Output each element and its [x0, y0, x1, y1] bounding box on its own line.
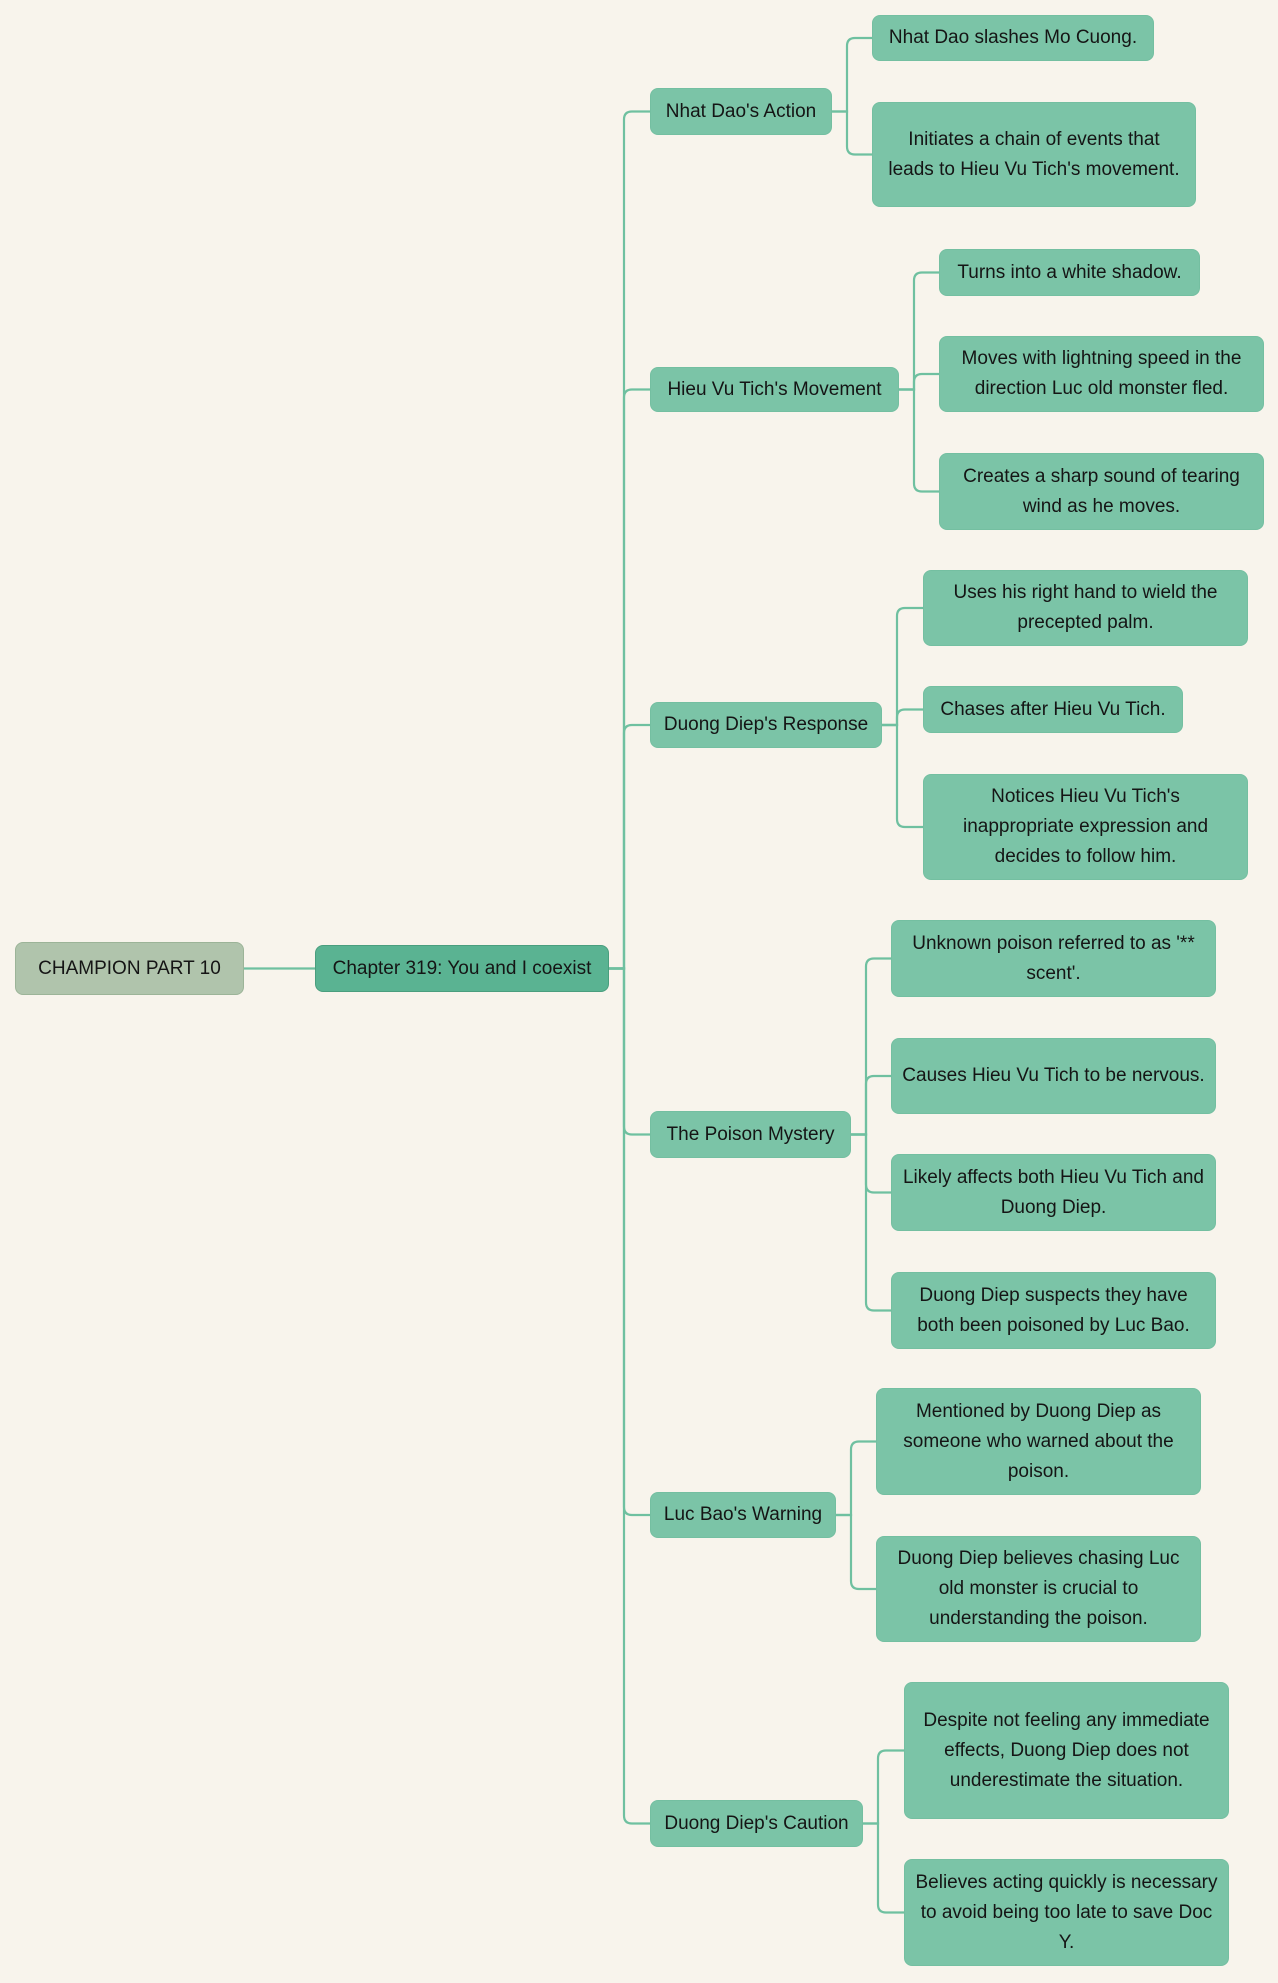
connector	[609, 967, 650, 1517]
branch-poison-mystery[interactable]: The Poison Mystery	[650, 1111, 851, 1158]
leaf-node[interactable]: Nhat Dao slashes Mo Cuong.	[872, 15, 1154, 61]
branch-luc-bao-warning[interactable]: Luc Bao's Warning	[650, 1492, 836, 1538]
leaf-node[interactable]: Notices Hieu Vu Tich's inappropriate exp…	[923, 774, 1248, 880]
leaf-node[interactable]: Causes Hieu Vu Tich to be nervous.	[891, 1038, 1216, 1114]
connector	[851, 1133, 891, 1194]
connector	[832, 36, 872, 113]
connector	[836, 1513, 876, 1591]
leaf-node[interactable]: Despite not feeling any immediate effect…	[904, 1682, 1229, 1819]
connector	[882, 606, 923, 727]
connector	[851, 1074, 891, 1136]
connector	[609, 110, 650, 970]
leaf-node[interactable]: Duong Diep suspects they have both been …	[891, 1272, 1216, 1349]
leaf-node[interactable]: Initiates a chain of events that leads t…	[872, 102, 1196, 207]
connector	[882, 708, 923, 727]
connector	[609, 723, 650, 970]
connector	[899, 388, 939, 493]
connector	[851, 957, 891, 1136]
leaf-node[interactable]: Creates a sharp sound of tearing wind as…	[939, 453, 1264, 530]
leaf-node[interactable]: Believes acting quickly is necessary to …	[904, 1859, 1229, 1966]
connector	[899, 372, 939, 391]
leaf-node[interactable]: Uses his right hand to wield the precept…	[923, 570, 1248, 646]
leaf-node[interactable]: Moves with lightning speed in the direct…	[939, 336, 1264, 412]
leaf-node[interactable]: Turns into a white shadow.	[939, 249, 1200, 296]
leaf-node[interactable]: Unknown poison referred to as '** scent'…	[891, 920, 1216, 997]
branch-duong-diep-response[interactable]: Duong Diep's Response	[650, 702, 882, 748]
connector	[863, 1749, 904, 1825]
connector	[851, 1133, 891, 1312]
connector	[609, 388, 650, 970]
leaf-node[interactable]: Mentioned by Duong Diep as someone who w…	[876, 1388, 1201, 1495]
branch-nhat-dao-action[interactable]: Nhat Dao's Action	[650, 88, 832, 135]
connector	[609, 967, 650, 1825]
connector	[832, 110, 872, 156]
connector	[836, 1440, 876, 1517]
leaf-node[interactable]: Duong Diep believes chasing Luc old mons…	[876, 1536, 1201, 1642]
branch-duong-diep-caution[interactable]: Duong Diep's Caution	[650, 1800, 863, 1847]
root-node[interactable]: CHAMPION PART 10	[15, 942, 244, 995]
chapter-node[interactable]: Chapter 319: You and I coexist	[315, 945, 609, 992]
leaf-node[interactable]: Chases after Hieu Vu Tich.	[923, 686, 1183, 733]
connector	[863, 1822, 904, 1914]
branch-hieu-vu-tich-movement[interactable]: Hieu Vu Tich's Movement	[650, 367, 899, 412]
leaf-node[interactable]: Likely affects both Hieu Vu Tich and Duo…	[891, 1154, 1216, 1231]
connector	[899, 271, 939, 391]
connector	[882, 723, 923, 829]
connector	[609, 967, 650, 1136]
